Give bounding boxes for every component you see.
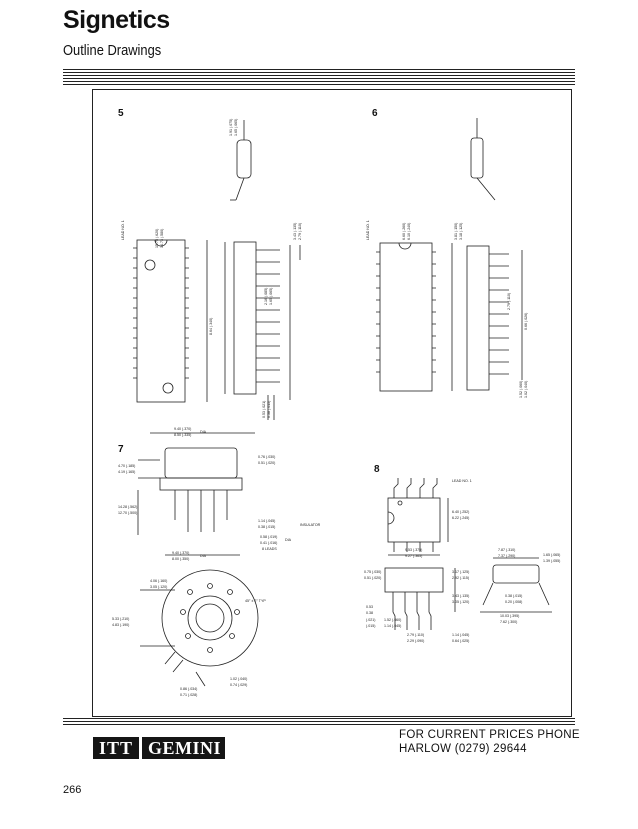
figure-8-label: 0.64 (.025) — [452, 639, 469, 643]
figure-5-number: 5 — [118, 108, 124, 119]
figure-5-label: 1.65 (.065) — [269, 288, 273, 305]
figure-8-label: 3.43 (.135) — [452, 594, 469, 598]
figure-7-label: 4.19 (.165) — [118, 470, 135, 474]
figure-8-label: 0.20 (.008) — [505, 600, 522, 604]
figure-5-label: 1.65 (.065) — [234, 119, 238, 136]
figure-7-label: 1.14 (.045) — [258, 519, 275, 523]
figure-8-label: 10.03 (.395) — [500, 614, 519, 618]
figure-6-label: 0.66 (.026) — [524, 313, 528, 330]
figure-8-number: 8 — [374, 464, 380, 475]
figure-8-label: LEAD NO. 1 — [452, 479, 472, 483]
figure-7-label: 12.70 (.500) — [118, 511, 137, 515]
figure-7-label: 0.86 (.034) — [180, 687, 197, 691]
footer-rules — [63, 718, 575, 727]
figure-6-label: 6.10 (.240) — [407, 223, 411, 240]
figure-7-label: 0.74 (.029) — [230, 683, 247, 687]
figure-7-label: 45° ± 2° TYP — [245, 599, 266, 603]
figure-6-label: 1.02 (.040) — [524, 381, 528, 398]
figure-7-label: 8.00 (.350) — [172, 557, 189, 561]
figure-5-label: LEAD NO. 1 — [121, 220, 125, 240]
figure-8-label: 1.65 (.065) — [543, 553, 560, 557]
figure-6-label: 2.79 (.110) — [507, 293, 511, 310]
figure-7-label: 0.76 (.030) — [258, 455, 275, 459]
figure-7-label: 4.83 (.190) — [112, 623, 129, 627]
figure-8-label: 1.14 (.045) — [384, 624, 401, 628]
figure-8-label: 9.53 (.375) — [405, 548, 422, 552]
figure-8-label: 1.39 (.055) — [543, 559, 560, 563]
figure-8-label: 2.79 (.110) — [407, 633, 424, 637]
figure-7-label: DIA — [200, 430, 207, 434]
figure-5-label: 2.16 (.085) — [264, 288, 268, 305]
figure-8-label: 1.52 (.060) — [384, 618, 401, 622]
figure-7-label: 0.41 (.016) — [260, 541, 277, 545]
figure-7-label: 8 LEADS — [262, 547, 277, 551]
page-subtitle: Outline Drawings — [63, 42, 162, 59]
figure-7-label: INSULATOR — [300, 523, 321, 527]
figure-8-label: 1.14 (.045) — [452, 633, 469, 637]
logo-gemini: GEMINI — [148, 737, 222, 758]
figure-8-label: 7.37 (.290) — [498, 554, 515, 558]
figure-6-drawing — [376, 118, 523, 392]
figure-8-label: 2.29 (.090) — [407, 639, 424, 643]
figure-8-label: 7.62 (.300) — [500, 620, 517, 624]
logo-itt: ITT — [93, 737, 143, 759]
figure-8-label: 0.75 (.030) — [364, 570, 381, 574]
figure-7-drawing — [137, 432, 259, 687]
figure-6-label: 6.60 (.260) — [402, 223, 406, 240]
figure-7-label: 0.71 (.028) — [180, 693, 197, 697]
figure-8-label: 0.38 (.015) — [505, 594, 522, 598]
figure-7-label: 9.40 (.370) — [174, 427, 191, 431]
figure-7-label: DIA — [285, 538, 292, 542]
figure-8-label: 0.38 — [366, 611, 373, 615]
figure-8-label: (.021) — [366, 618, 375, 622]
figure-5-label: 14.73 (.580) — [160, 229, 164, 248]
figure-8-label: (.015) — [366, 624, 375, 628]
figure-7-label: 3.05 (.120) — [150, 585, 167, 589]
figure-6-label: 3.81 (.150) — [454, 223, 458, 240]
figure-8-label: 0.53 — [366, 605, 373, 609]
figure-5-drawing — [133, 120, 301, 420]
phone-line-1: FOR CURRENT PRICES PHONE — [399, 729, 580, 741]
figure-6-number: 6 — [372, 108, 378, 119]
figure-7-label: DIA — [200, 554, 207, 558]
figure-8-label: 3.05 (.120) — [452, 600, 469, 604]
figure-8-drawing — [384, 478, 552, 630]
figure-8-label: 2.92 (.115) — [452, 576, 469, 580]
figure-7-label: 4.70 (.185) — [118, 464, 135, 468]
figure-5-label: 8.64 (.340) — [209, 318, 213, 335]
figure-6-label: LEAD NO. 1 — [366, 220, 370, 240]
phone-line-2: HARLOW (0279) 29644 — [399, 743, 527, 755]
figure-8-label: 6.40 (.252) — [452, 510, 469, 514]
itt-gemini-logo: ITT GEMINI — [93, 737, 225, 759]
figure-5-label: 15.75 (.620) — [155, 229, 159, 248]
figure-7-label: 1.02 (.040) — [230, 677, 247, 681]
figure-7-label: 9.40 (.370) — [172, 551, 189, 555]
figure-7-label: 0.51 (.020) — [258, 461, 275, 465]
figure-7-label: 4.06 (.160) — [150, 579, 167, 583]
figure-7-label: 5.33 (.210) — [112, 617, 129, 621]
figure-5-label: 3.43 (.135) — [293, 223, 297, 240]
figure-8-label: 6.22 (.245) — [452, 516, 469, 520]
drawings-frame — [92, 89, 572, 717]
page-number: 266 — [63, 784, 82, 796]
figure-5-label: 2.79 (.110) — [298, 223, 302, 240]
header-rules — [63, 69, 575, 87]
figure-6-label: 1.52 (.060) — [519, 381, 523, 398]
figure-7-label: 14.28 (.562) — [118, 505, 137, 509]
brand-title: Signetics — [63, 6, 170, 34]
figure-8-label: 3.17 (.125) — [452, 570, 469, 574]
figure-7-label: 8.50 (.335) — [174, 433, 191, 437]
figure-8-label: 0.51 (.020) — [364, 576, 381, 580]
figure-5-label: 0.38 (.015) — [267, 401, 271, 418]
figure-6-label: 3.18 (.125) — [459, 223, 463, 240]
figure-5-label: 0.53 (.021) — [262, 401, 266, 418]
figure-7-number: 7 — [118, 444, 124, 455]
figure-8-label: 9.27 (.365) — [405, 554, 422, 558]
figure-7-label: 0.38 (.015) — [258, 525, 275, 529]
figure-5-label: 1.91 (.075) — [229, 119, 233, 136]
figure-7-label: 0.58 (.019) — [260, 535, 277, 539]
figure-8-label: 7.87 (.310) — [498, 548, 515, 552]
